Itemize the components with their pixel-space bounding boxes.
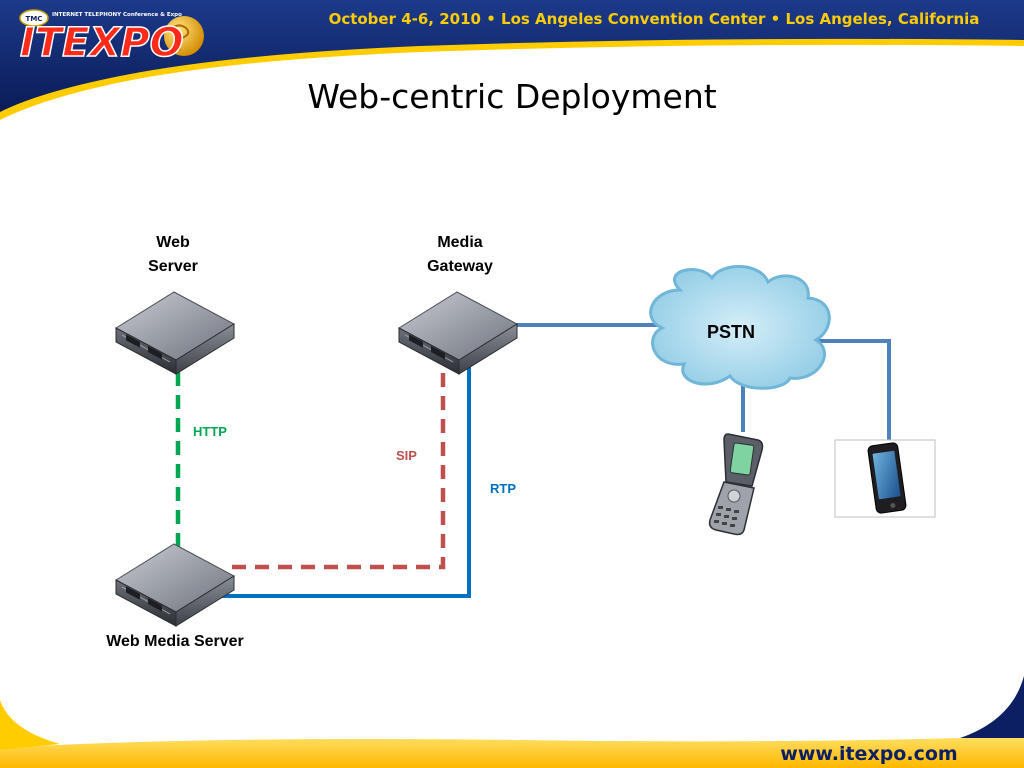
logo-tagline: INTERNET TELEPHONY Conference & Expo	[52, 12, 182, 18]
footer-left-swoosh	[0, 700, 60, 750]
web-server-icon	[115, 291, 235, 375]
footer-right-navy	[960, 676, 1024, 738]
sip-link	[232, 368, 446, 570]
smartphone-icon	[867, 442, 907, 514]
sip-label: SIP	[396, 448, 417, 463]
header-gold-stripe	[0, 38, 1024, 120]
web-server-label-line2: Server	[148, 258, 198, 275]
header-banner	[0, 0, 1024, 118]
http-label: HTTP	[193, 424, 227, 439]
cellphone-icon	[708, 433, 764, 536]
web-media-server-icon	[115, 543, 235, 627]
rtp-link	[222, 360, 471, 598]
web-media-server-label: Web Media Server	[106, 633, 244, 650]
media-gateway-label-line1: Media	[437, 234, 482, 251]
footer-url: www.itexpo.com	[780, 743, 957, 765]
media-gateway-icon	[398, 291, 518, 375]
rtp-label: RTP	[490, 481, 516, 496]
logo-badge: TMC	[26, 15, 43, 23]
footer-gold-band	[0, 736, 1024, 768]
web-server-label-line1: Web	[156, 234, 190, 251]
media-gateway-label-line2: Gateway	[427, 258, 493, 275]
pstn-smartphone-link	[818, 339, 891, 440]
itexpo-logo: TMC INTERNET TELEPHONY Conference & Expo…	[19, 9, 204, 67]
pstn-label: PSTN	[707, 322, 755, 342]
tmc-badge-icon	[19, 9, 49, 27]
event-info: October 4-6, 2010 • Los Angeles Conventi…	[329, 10, 980, 28]
logo-text: ITEXPO	[20, 20, 184, 66]
slide-title: Web-centric Deployment	[307, 77, 716, 116]
pstn-cloud-icon	[649, 265, 831, 390]
